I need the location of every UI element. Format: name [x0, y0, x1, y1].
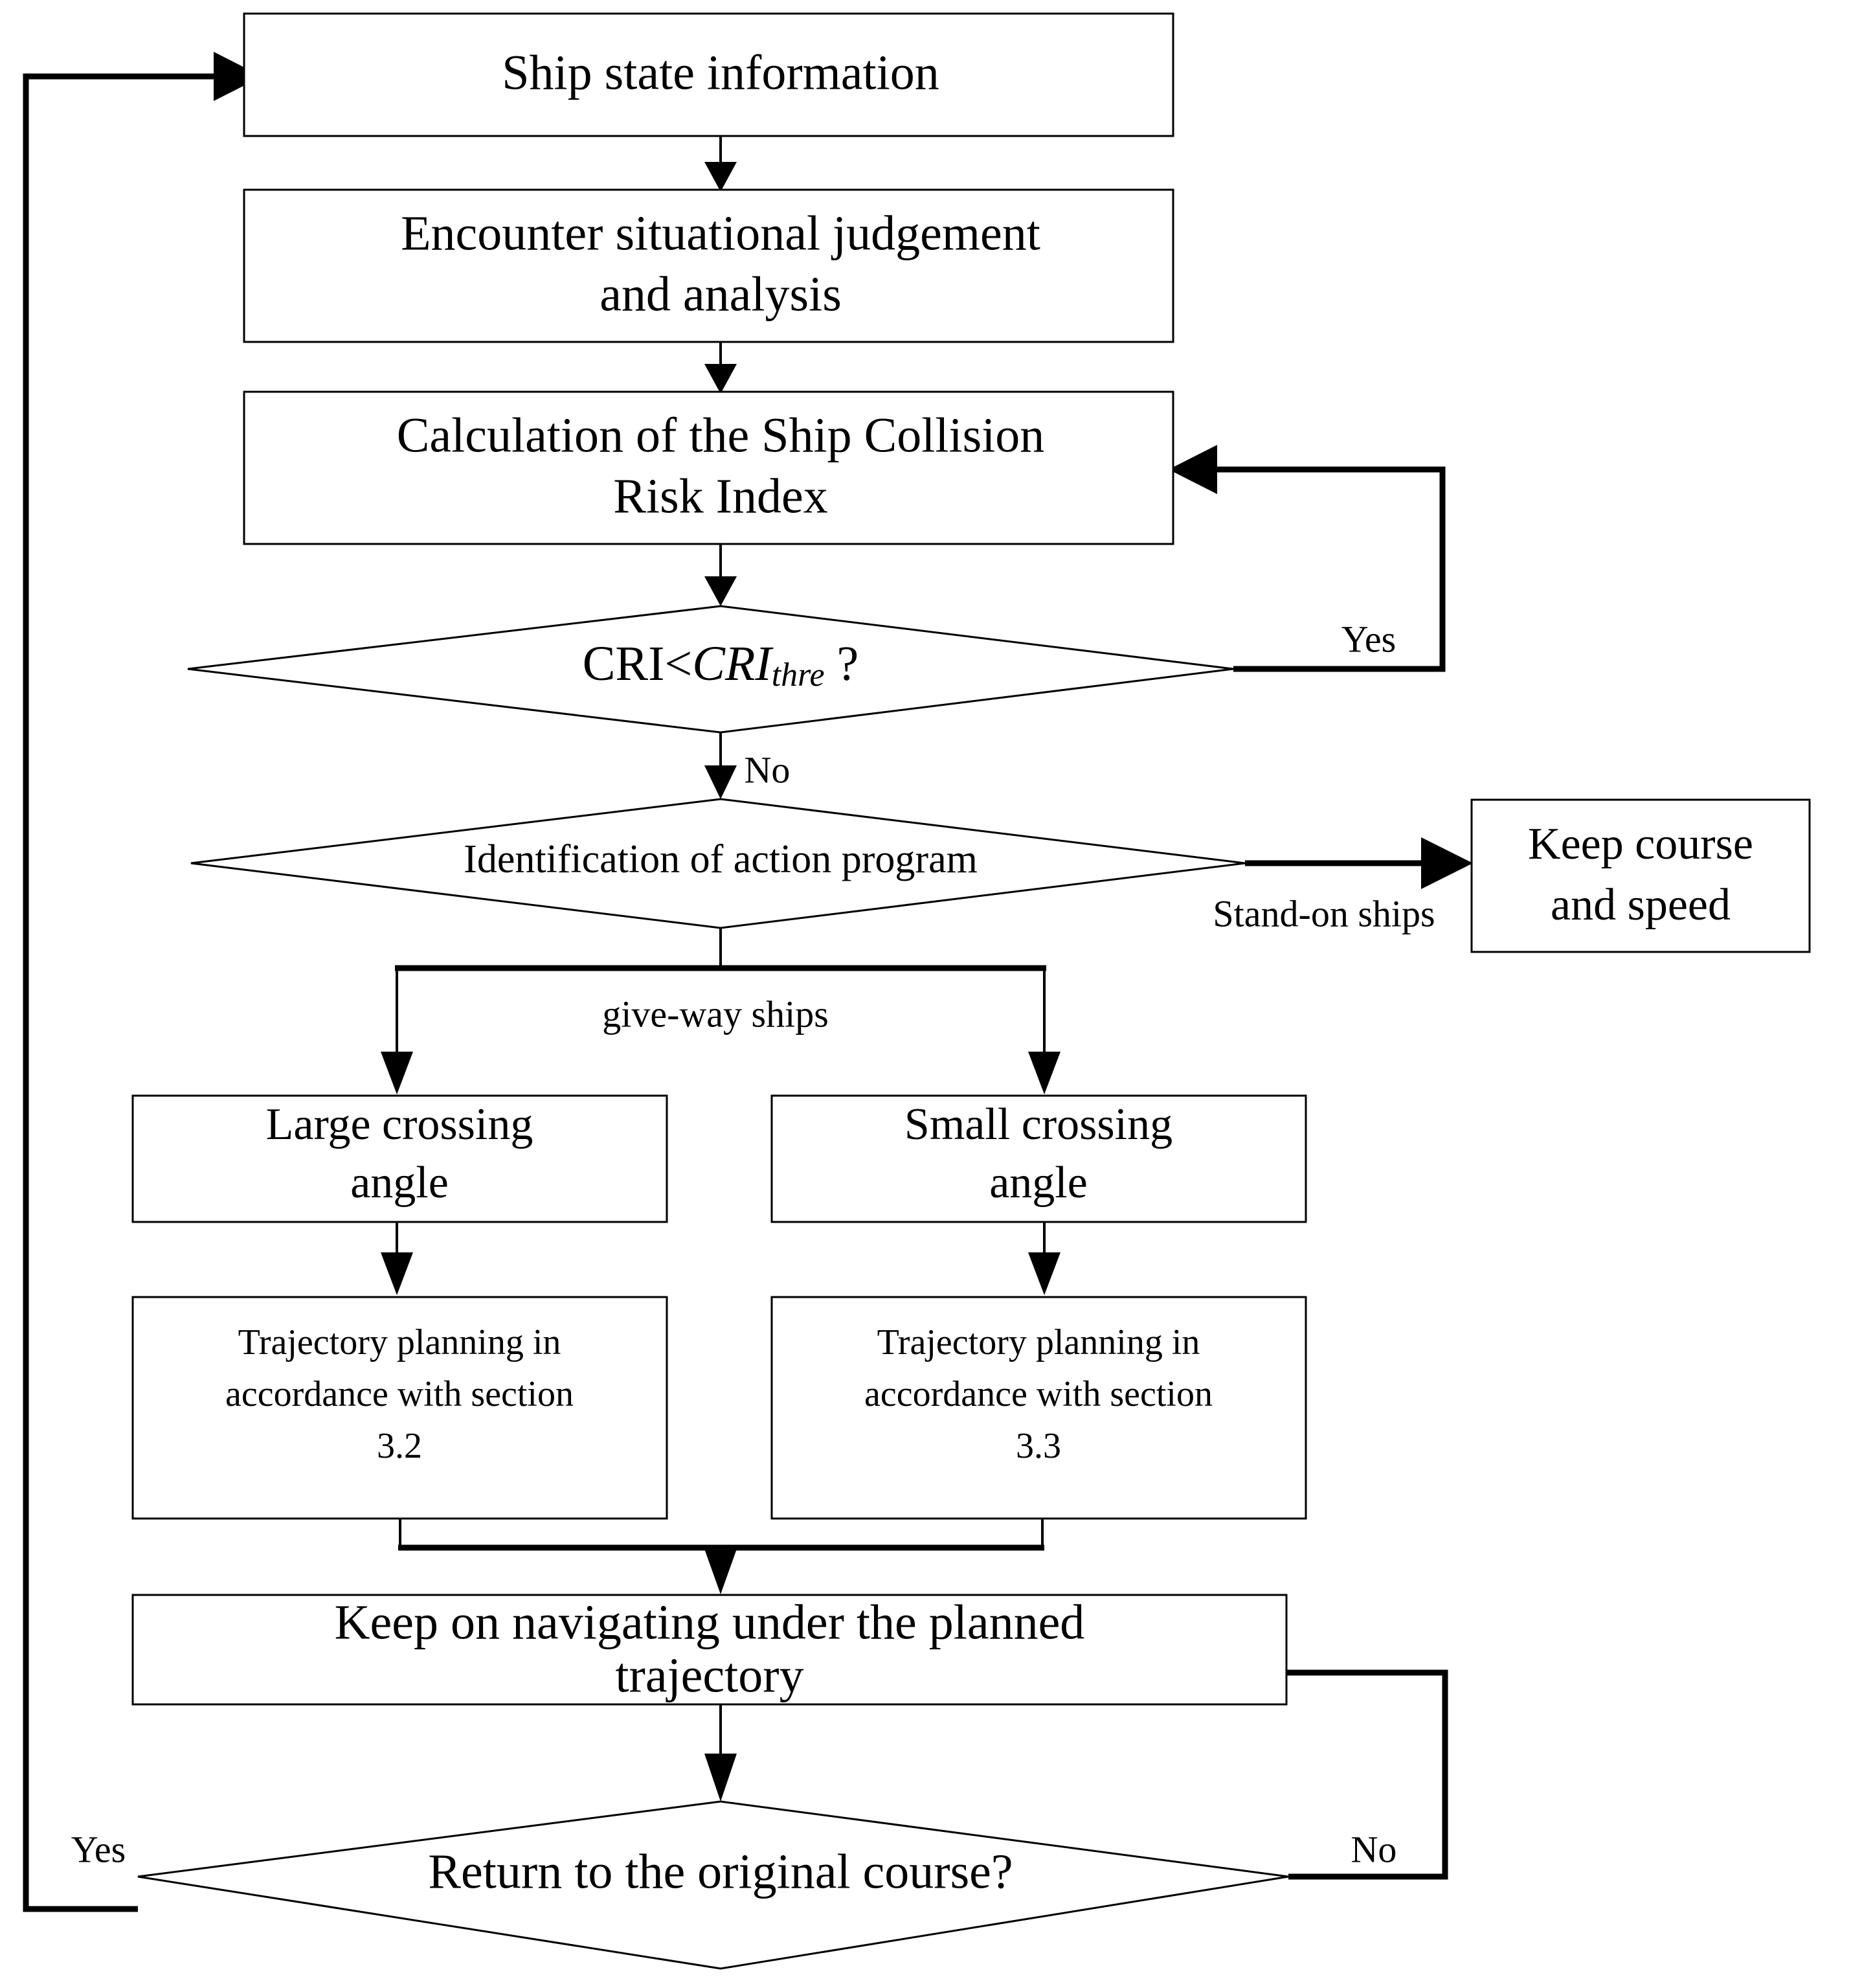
edge-label-give-way-ships: give-way ships: [602, 993, 829, 1035]
node-calculation-cri[interactable]: Calculation of the Ship Collision Risk I…: [243, 390, 1174, 545]
arrowhead-to-keep-navigating: [704, 1549, 737, 1594]
keep-course-box[interactable]: [1470, 798, 1811, 953]
keep-navigating-label-line2: trajectory: [615, 1648, 803, 1702]
action-decision-diamond[interactable]: [190, 798, 1246, 929]
traj33-label-line2: accordance with section: [864, 1374, 1213, 1414]
node-encounter-judgement[interactable]: Encounter situational judgement and anal…: [243, 188, 1174, 343]
calculation-box[interactable]: [243, 390, 1174, 545]
connector-return-no-loop: [1269, 1669, 1448, 1880]
traj32-label-line2: accordance with section: [225, 1374, 574, 1414]
ship-state-box[interactable]: [243, 12, 1174, 137]
edge-label-stand-on-ships: Stand-on ships: [1213, 892, 1435, 934]
node-cri-threshold-decision[interactable]: CRI<CRIthre ?: [187, 605, 1234, 734]
node-large-crossing-angle[interactable]: Large crossing angle: [131, 1094, 668, 1223]
encounter-label-line2: and analysis: [600, 267, 842, 321]
node-small-crossing-angle[interactable]: Small crossing angle: [770, 1094, 1307, 1223]
cri-decision-diamond[interactable]: [187, 605, 1234, 734]
arrowhead-into-ship-state: [214, 52, 262, 101]
cri-symbol: CRI: [692, 637, 774, 691]
connector-return-yes-loop: [23, 73, 214, 1912]
node-trajectory-planning-33[interactable]: Trajectory planning in accordance with s…: [770, 1296, 1307, 1520]
small-angle-label-line1: Small crossing: [904, 1100, 1172, 1149]
traj32-box[interactable]: [131, 1296, 668, 1520]
cri-suffix: ?: [825, 637, 859, 691]
traj33-label-line3: 3.3: [1016, 1426, 1061, 1466]
arrowhead-to-keep-course: [1421, 837, 1473, 889]
edge-label-return-yes: Yes: [71, 1828, 126, 1870]
traj33-box[interactable]: [770, 1296, 1307, 1520]
arrowhead-to-cri-decision: [704, 576, 737, 606]
return-decision-label: Return to the original course?: [428, 1844, 1013, 1899]
traj33-label-line1: Trajectory planning in: [877, 1322, 1200, 1362]
small-angle-box[interactable]: [770, 1094, 1307, 1223]
node-trajectory-planning-32[interactable]: Trajectory planning in accordance with s…: [131, 1296, 668, 1520]
calculation-label-line1: Calculation of the Ship Collision: [397, 408, 1045, 462]
node-return-original-course-decision[interactable]: Return to the original course?: [137, 1800, 1289, 1970]
encounter-label-line1: Encounter situational judgement: [401, 206, 1040, 260]
arrowhead-to-traj33: [1028, 1252, 1060, 1295]
arrowhead-to-return-decision: [704, 1754, 737, 1802]
keep-course-label-line1: Keep course: [1528, 819, 1753, 869]
arrowhead-into-calculation: [1169, 445, 1217, 494]
small-angle-label-line2: angle: [989, 1158, 1088, 1208]
traj32-label-line3: 3.2: [377, 1426, 422, 1466]
cri-prefix: CRI<: [583, 637, 693, 691]
large-angle-label-line1: Large crossing: [266, 1100, 533, 1149]
traj32-label-line1: Trajectory planning in: [238, 1322, 561, 1362]
encounter-box[interactable]: [243, 188, 1174, 343]
keep-course-label-line2: and speed: [1551, 880, 1731, 930]
arrowhead-to-action-decision: [704, 765, 737, 799]
arrowhead-to-large-angle: [381, 1052, 413, 1094]
ship-state-label: Ship state information: [502, 45, 939, 100]
node-action-program-decision[interactable]: Identification of action program: [190, 798, 1246, 929]
edge-label-cri-no: No: [745, 749, 791, 791]
arrowhead-to-calculation: [704, 364, 737, 394]
arrowhead-to-traj32: [381, 1252, 413, 1295]
action-decision-label: Identification of action program: [464, 837, 978, 881]
large-angle-label-line2: angle: [350, 1158, 449, 1208]
connector-cri-yes-loop: [1217, 466, 1446, 672]
node-keep-navigating[interactable]: Keep on navigating under the planned tra…: [131, 1594, 1288, 1706]
cri-subscript: thre: [772, 657, 825, 694]
arrowhead-to-small-angle: [1028, 1052, 1060, 1094]
keep-navigating-box[interactable]: [131, 1594, 1288, 1706]
node-keep-course-and-speed[interactable]: Keep course and speed: [1470, 798, 1811, 953]
cri-decision-label: CRI<CRIthre ?: [583, 637, 859, 694]
return-decision-diamond[interactable]: [137, 1800, 1289, 1970]
large-angle-box[interactable]: [131, 1094, 668, 1223]
node-ship-state-information[interactable]: Ship state information: [243, 12, 1174, 137]
calculation-label-line2: Risk Index: [613, 469, 827, 523]
arrowhead-to-encounter: [704, 162, 737, 192]
keep-navigating-label-line1: Keep on navigating under the planned: [335, 1595, 1085, 1649]
edge-label-cri-yes: Yes: [1341, 618, 1396, 660]
edge-label-return-no: No: [1351, 1828, 1397, 1870]
